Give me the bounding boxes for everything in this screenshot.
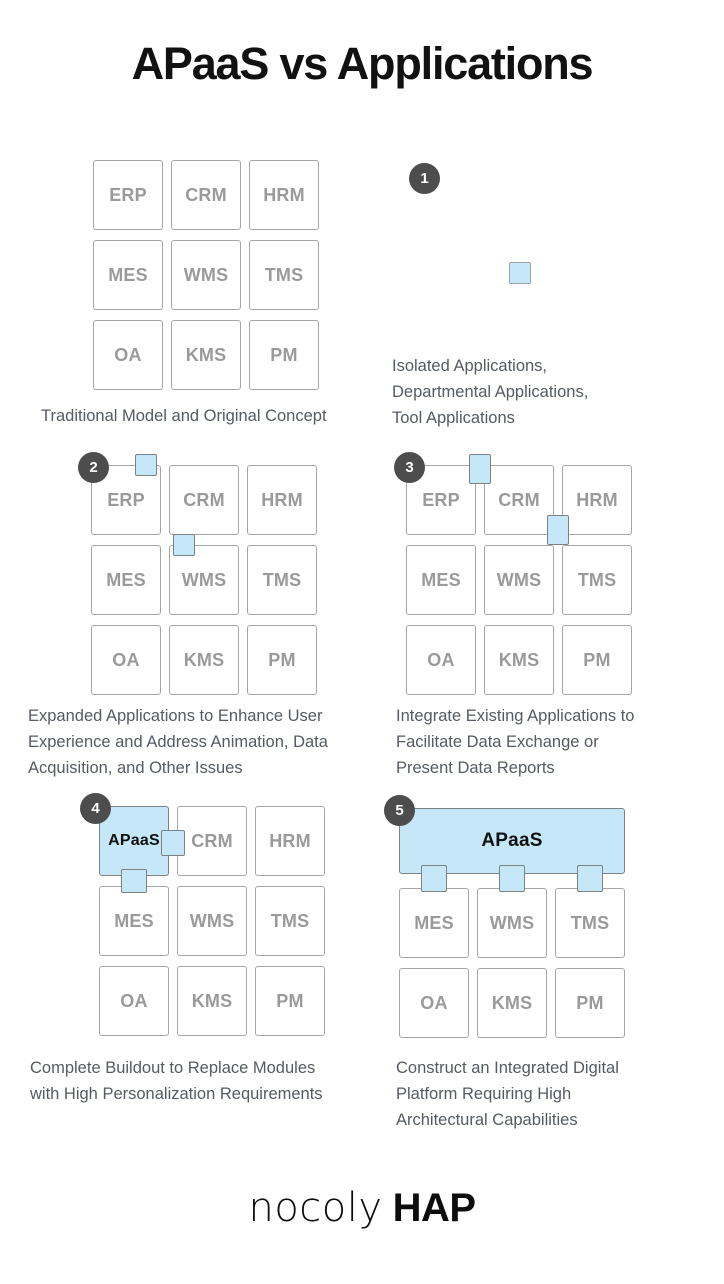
connector-chip-apaas-mes — [421, 865, 447, 892]
module-box-pm[interactable]: PM — [255, 966, 325, 1036]
panel-5-caption: Construct an Integrated Digital Platform… — [396, 1059, 619, 1129]
integration-chip-erp-crm — [469, 454, 491, 484]
panel-4-badge: 4 — [80, 793, 111, 824]
logo-text-hap: HAP — [392, 1186, 476, 1230]
module-box-crm[interactable]: CRM — [177, 806, 247, 876]
module-box-kms[interactable]: KMS — [169, 625, 239, 695]
panel-1-caption: Isolated Applications, Departmental Appl… — [392, 357, 589, 427]
module-box-pm[interactable]: PM — [555, 968, 625, 1038]
module-box-wms[interactable]: WMS — [477, 888, 547, 958]
panel-4-caption: Complete Buildout to Replace Modules wit… — [30, 1059, 323, 1103]
module-box-tms[interactable]: TMS — [555, 888, 625, 958]
module-box-wms[interactable]: WMS — [169, 545, 239, 615]
module-box-mes[interactable]: MES — [93, 240, 163, 310]
module-box-oa[interactable]: OA — [406, 625, 476, 695]
module-grid-2: ERP CRM HRM MES WMS TMS OA KMS PM — [91, 454, 331, 695]
module-box-tms[interactable]: TMS — [255, 886, 325, 956]
connector-chip-apaas-mes — [121, 869, 147, 893]
module-grid-4: APaaS CRM HRM MES WMS TMS OA KMS PM — [99, 806, 339, 1036]
module-box-kms[interactable]: KMS — [484, 625, 554, 695]
module-box-erp[interactable]: ERP — [93, 160, 163, 230]
panel-1-grid-caption: Traditional Model and Original Concept — [41, 407, 327, 425]
connector-chip-apaas-crm — [161, 830, 185, 856]
module-box-tms[interactable]: TMS — [249, 240, 319, 310]
panel-3-caption: Integrate Existing Applications to Facil… — [396, 707, 635, 777]
module-box-hrm[interactable]: HRM — [249, 160, 319, 230]
module-box-hrm[interactable]: HRM — [247, 465, 317, 535]
module-box-crm[interactable]: CRM — [171, 160, 241, 230]
panel-5-grid: APaaS MES WMS TMS OA KMS PM — [399, 808, 625, 1038]
module-box-apaas[interactable]: APaaS — [99, 806, 169, 876]
module-box-crm[interactable]: CRM — [484, 465, 554, 535]
panel-3-badge: 3 — [394, 452, 425, 483]
module-box-wms[interactable]: WMS — [171, 240, 241, 310]
logo-text-nocoly: nocoly — [248, 1185, 383, 1231]
module-box-hrm[interactable]: HRM — [562, 465, 632, 535]
module-grid-1: ERP CRM HRM MES WMS TMS OA KMS PM — [93, 160, 333, 390]
panel-3-grid: ERP CRM HRM MES WMS TMS OA KMS PM — [406, 454, 646, 695]
module-box-oa[interactable]: OA — [93, 320, 163, 390]
module-box-tms[interactable]: TMS — [247, 545, 317, 615]
module-box-pm[interactable]: PM — [562, 625, 632, 695]
connector-chip-apaas-tms — [577, 865, 603, 892]
module-box-wms[interactable]: WMS — [177, 886, 247, 956]
module-box-mes[interactable]: MES — [99, 886, 169, 956]
integration-chip-crm-hrm — [547, 515, 569, 545]
module-box-kms[interactable]: KMS — [171, 320, 241, 390]
connector-chip-apaas-wms — [499, 865, 525, 892]
module-box-tms[interactable]: TMS — [562, 545, 632, 615]
panel-2-badge: 2 — [78, 452, 109, 483]
panel-1-grid: ERP CRM HRM MES WMS TMS OA KMS PM — [93, 160, 333, 390]
module-box-oa[interactable]: OA — [91, 625, 161, 695]
module-box-wms[interactable]: WMS — [484, 545, 554, 615]
panel-4-grid: APaaS CRM HRM MES WMS TMS OA KMS PM — [99, 806, 339, 1036]
expansion-chip-erp — [135, 454, 157, 476]
module-box-hrm[interactable]: HRM — [255, 806, 325, 876]
panel-2-grid: ERP CRM HRM MES WMS TMS OA KMS PM — [91, 454, 331, 695]
module-box-crm[interactable]: CRM — [169, 465, 239, 535]
panel-5-badge: 5 — [384, 795, 415, 826]
module-box-mes[interactable]: MES — [91, 545, 161, 615]
module-grid-3: ERP CRM HRM MES WMS TMS OA KMS PM — [406, 454, 646, 695]
module-box-oa[interactable]: OA — [399, 968, 469, 1038]
module-box-kms[interactable]: KMS — [477, 968, 547, 1038]
module-box-erp[interactable]: ERP — [91, 465, 161, 535]
module-grid-5: APaaS MES WMS TMS OA KMS PM — [399, 808, 625, 1038]
panel-1-marker-chip — [509, 262, 531, 284]
expansion-chip-wms — [173, 534, 195, 556]
panel-2-caption: Expanded Applications to Enhance User Ex… — [28, 707, 328, 777]
module-box-oa[interactable]: OA — [99, 966, 169, 1036]
module-box-pm[interactable]: PM — [249, 320, 319, 390]
module-box-mes[interactable]: MES — [399, 888, 469, 958]
module-box-mes[interactable]: MES — [406, 545, 476, 615]
panel-1-badge: 1 — [409, 163, 440, 194]
page-title: APaaS vs Applications — [131, 38, 594, 89]
module-box-kms[interactable]: KMS — [177, 966, 247, 1036]
module-box-pm[interactable]: PM — [247, 625, 317, 695]
